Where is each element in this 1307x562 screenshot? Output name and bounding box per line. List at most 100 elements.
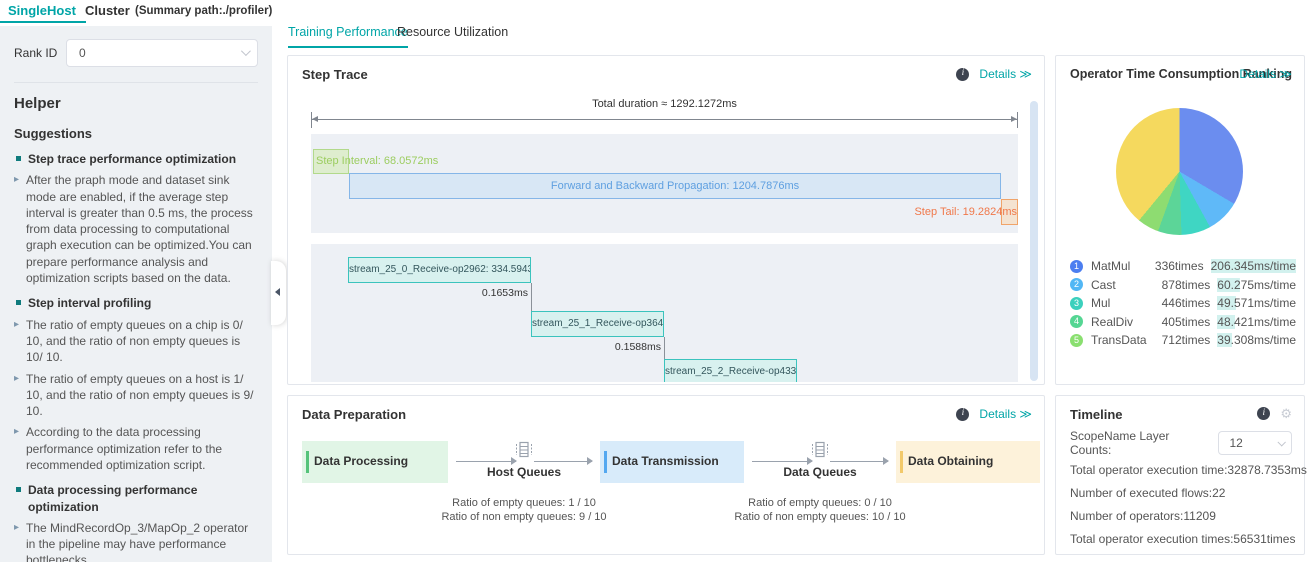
tab-resource-utilization[interactable]: Resource Utilization bbox=[397, 25, 509, 39]
scope-value: 12 bbox=[1229, 436, 1243, 450]
operator-name: TransData bbox=[1091, 333, 1147, 348]
step-trace-panel: Step Trace Details ≫ Total duration ≈ 12… bbox=[287, 55, 1045, 385]
scope-select[interactable]: 12 bbox=[1218, 431, 1292, 455]
sidebar-collapse-handle[interactable] bbox=[271, 261, 286, 325]
arrow-tick bbox=[311, 112, 312, 128]
operator-ranking-details-link[interactable]: Details ≫ bbox=[1239, 67, 1292, 81]
operator-pie-chart[interactable] bbox=[1116, 108, 1243, 235]
stat-line: Total operator execution times:56531time… bbox=[1070, 532, 1296, 546]
node-data-obtaining[interactable]: Data Obtaining bbox=[896, 441, 1040, 483]
operator-row[interactable]: 1 MatMul 336times 206.345ms/time bbox=[1070, 257, 1296, 276]
flow-arrow-icon bbox=[456, 457, 517, 465]
data-preparation-details-link[interactable]: Details ≫ bbox=[979, 407, 1032, 421]
operator-row[interactable]: 4 RealDiv 405times 48.421ms/time bbox=[1070, 313, 1296, 332]
flow-arrow-icon bbox=[752, 457, 813, 465]
stream-gap-label: 0.1588ms bbox=[614, 341, 661, 353]
fp-bp-box[interactable]: Forward and Backward Propagation: 1204.7… bbox=[349, 173, 1001, 199]
node-data-transmission[interactable]: Data Transmission bbox=[600, 441, 744, 483]
rank-id-select[interactable]: 0 bbox=[66, 39, 258, 67]
accent-bar bbox=[306, 451, 309, 473]
suggestion-text: The ratio of empty queues on a chip is 0… bbox=[26, 317, 243, 365]
helper-title: Helper bbox=[14, 95, 61, 112]
chevron-down-icon bbox=[1277, 438, 1286, 447]
rank-badge: 1 bbox=[1070, 259, 1083, 273]
operator-count: 405times bbox=[1161, 314, 1211, 329]
arrow-line bbox=[311, 119, 1018, 120]
rank-badge: 3 bbox=[1070, 296, 1083, 310]
summary-path: (Summary path:./profiler) bbox=[135, 5, 273, 17]
chevron-down-icon bbox=[240, 46, 251, 57]
step-trace-details-link[interactable]: Details ≫ bbox=[979, 67, 1032, 81]
rank-badge: 5 bbox=[1070, 333, 1083, 347]
total-duration-arrow bbox=[311, 112, 1018, 128]
helper-sidebar: Rank ID 0 Helper Suggestions Step trace … bbox=[0, 26, 272, 562]
gear-icon[interactable] bbox=[1280, 407, 1292, 420]
arrow-tick bbox=[1017, 112, 1018, 128]
suggestions-title: Suggestions bbox=[14, 126, 93, 141]
data-preparation-head-actions: Details ≫ bbox=[956, 407, 1032, 421]
operator-ranking-head-actions: Details ≫ bbox=[1239, 67, 1292, 81]
accent-bar bbox=[900, 451, 903, 473]
step-trace-row-2: stream_25_0_Receive-op2962: 334.5943ms 0… bbox=[311, 244, 1018, 382]
suggestion-section-title: Step interval profiling bbox=[14, 295, 258, 311]
operator-avg-time: 49.571ms/time bbox=[1217, 296, 1296, 311]
suggestion-text: The ratio of empty queues on a host is 1… bbox=[26, 371, 254, 419]
stream-box[interactable]: stream_25_1_Receive-op3648: 241.... bbox=[531, 311, 664, 337]
stat-line: Number of operators:11209 bbox=[1070, 509, 1216, 523]
suggestion-item: After the praph mode and dataset sink mo… bbox=[14, 172, 258, 286]
stream-box[interactable]: stream_25_0_Receive-op2962: 334.5943ms bbox=[348, 257, 531, 283]
data-queues-ratios: Ratio of empty queues: 0 / 10 Ratio of n… bbox=[700, 496, 940, 524]
host-queues-ratios: Ratio of empty queues: 1 / 10 Ratio of n… bbox=[404, 496, 644, 524]
suggestion-text: The MindRecordOp_3/MapOp_2 operator in t… bbox=[26, 520, 249, 562]
timeline-head-actions bbox=[1257, 407, 1292, 420]
total-duration-label: Total duration ≈ 1292.1272ms bbox=[592, 98, 737, 110]
rank-id-value: 0 bbox=[79, 46, 86, 60]
operator-name: Mul bbox=[1091, 296, 1111, 311]
step-tail-box[interactable] bbox=[1001, 199, 1018, 225]
tab-cluster[interactable]: Cluster bbox=[85, 3, 130, 18]
operator-row[interactable]: 5 TransData 712times 39.308ms/time bbox=[1070, 331, 1296, 350]
operator-avg-time: 60.275ms/time bbox=[1217, 277, 1296, 292]
step-interval-box[interactable] bbox=[313, 149, 349, 174]
tab-training-performance[interactable]: Training Performance bbox=[288, 25, 408, 48]
suggestion-section-title: Step trace performance optimization bbox=[14, 151, 258, 167]
step-interval-label: Step Interval: 68.0572ms bbox=[316, 155, 439, 167]
operator-row[interactable]: 2 Cast 878times 60.275ms/time bbox=[1070, 276, 1296, 295]
operator-count: 712times bbox=[1161, 333, 1211, 348]
operator-ranking-title: Operator Time Consumption Ranking bbox=[1070, 67, 1293, 81]
operator-avg-time: 206.345ms/time bbox=[1210, 259, 1296, 274]
stream-gap-label: 0.1653ms bbox=[481, 287, 528, 299]
suggestion-section-title: Data processing performance optimization bbox=[14, 482, 258, 514]
ratio-non-empty: Ratio of non empty queues: 9 / 10 bbox=[441, 511, 607, 523]
stream-box[interactable]: stream_25_2_Receive-op4332: 240.... bbox=[664, 359, 797, 382]
top-header: SingleHost Cluster (Summary path:./profi… bbox=[0, 0, 1307, 26]
stream-connector bbox=[664, 337, 665, 359]
operator-row[interactable]: 3 Mul 446times 49.571ms/time bbox=[1070, 294, 1296, 313]
operator-avg-time: 39.308ms/time bbox=[1217, 333, 1296, 348]
operator-count: 446times bbox=[1161, 296, 1211, 311]
vertical-scrollbar[interactable] bbox=[1030, 101, 1038, 381]
timeline-title: Timeline bbox=[1070, 407, 1123, 422]
suggestion-text: After the praph mode and dataset sink mo… bbox=[26, 173, 253, 286]
operator-name: RealDiv bbox=[1091, 314, 1134, 329]
tab-singlehost[interactable]: SingleHost bbox=[0, 3, 86, 23]
node-label: Data Processing bbox=[314, 454, 409, 468]
flow-arrow-icon bbox=[830, 457, 889, 465]
node-data-processing[interactable]: Data Processing bbox=[302, 441, 448, 483]
info-icon[interactable] bbox=[956, 407, 970, 421]
rank-badge: 2 bbox=[1070, 278, 1083, 292]
step-trace-title: Step Trace bbox=[302, 67, 368, 82]
queue-label: Host Queues bbox=[486, 465, 561, 479]
stat-line: Total operator execution time:32878.7353… bbox=[1070, 463, 1307, 477]
rank-id-label: Rank ID bbox=[14, 46, 58, 60]
stat-line: Number of executed flows:22 bbox=[1070, 486, 1226, 500]
data-preparation-panel: Data Preparation Details ≫ Data Processi… bbox=[287, 395, 1045, 555]
suggestion-item: The MindRecordOp_3/MapOp_2 operator in t… bbox=[14, 520, 258, 562]
accent-bar bbox=[604, 451, 607, 473]
info-icon[interactable] bbox=[1257, 407, 1271, 420]
scope-row: ScopeName Layer Counts: 12 bbox=[1070, 429, 1292, 457]
node-label: Data Transmission bbox=[612, 454, 719, 468]
step-trace-head-actions: Details ≫ bbox=[956, 67, 1032, 81]
suggestion-item: The ratio of empty queues on a host is 1… bbox=[14, 371, 258, 420]
info-icon[interactable] bbox=[956, 67, 970, 81]
